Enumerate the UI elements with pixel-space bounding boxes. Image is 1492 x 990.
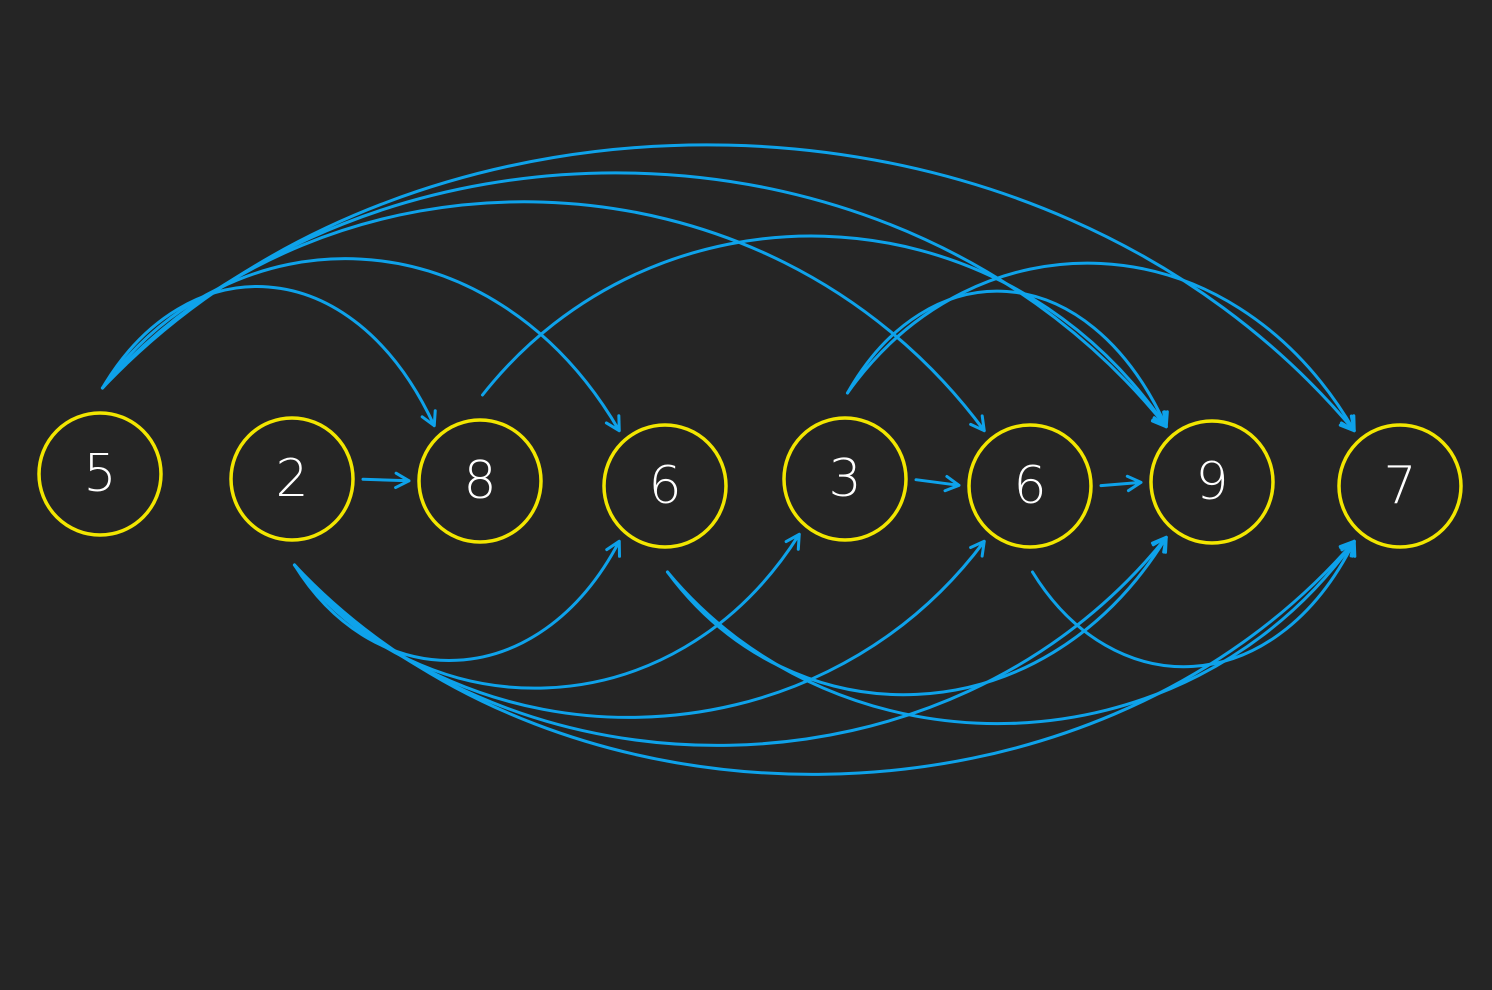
node-n1: 2 <box>229 416 355 542</box>
node-ring <box>37 411 163 537</box>
node-n7: 7 <box>1337 423 1463 549</box>
edge-n3-to-n6 <box>665 535 1168 697</box>
node-label: 9 <box>1195 452 1228 512</box>
edge-n0-to-n3 <box>100 257 621 433</box>
node-ring <box>782 416 908 542</box>
edge-n4-to-n5 <box>914 474 961 493</box>
node-label: 8 <box>463 451 496 511</box>
edge-n4-to-n6 <box>845 289 1169 429</box>
node-ring <box>229 416 355 542</box>
node-label: 6 <box>648 456 681 516</box>
node-ring <box>602 423 728 549</box>
node-n3: 6 <box>602 423 728 549</box>
nodes-layer: 5 2 8 6 3 6 9 7 <box>37 411 1463 549</box>
node-n0: 5 <box>37 411 163 537</box>
node-ring <box>1337 423 1463 549</box>
node-label: 5 <box>83 444 116 504</box>
node-label: 3 <box>828 449 861 509</box>
edge-n4-to-n7 <box>845 261 1356 433</box>
node-n6: 9 <box>1149 419 1275 545</box>
edge-n0-to-n2 <box>100 285 437 428</box>
node-label: 7 <box>1383 456 1416 516</box>
edge-n5-to-n6 <box>1099 474 1143 493</box>
node-ring <box>1149 419 1275 545</box>
edge-n5-to-n7 <box>1030 539 1357 669</box>
node-n2: 8 <box>417 418 543 544</box>
edge-n1-to-n2 <box>361 471 411 490</box>
node-label: 6 <box>1013 456 1046 516</box>
edge-n1-to-n3 <box>292 539 621 662</box>
edge-n1-to-n4 <box>292 532 801 690</box>
node-ring <box>417 418 543 544</box>
edges-layer <box>100 143 1357 776</box>
node-ring <box>967 423 1093 549</box>
node-label: 2 <box>275 449 308 509</box>
node-n4: 3 <box>782 416 908 542</box>
node-n5: 6 <box>967 423 1093 549</box>
